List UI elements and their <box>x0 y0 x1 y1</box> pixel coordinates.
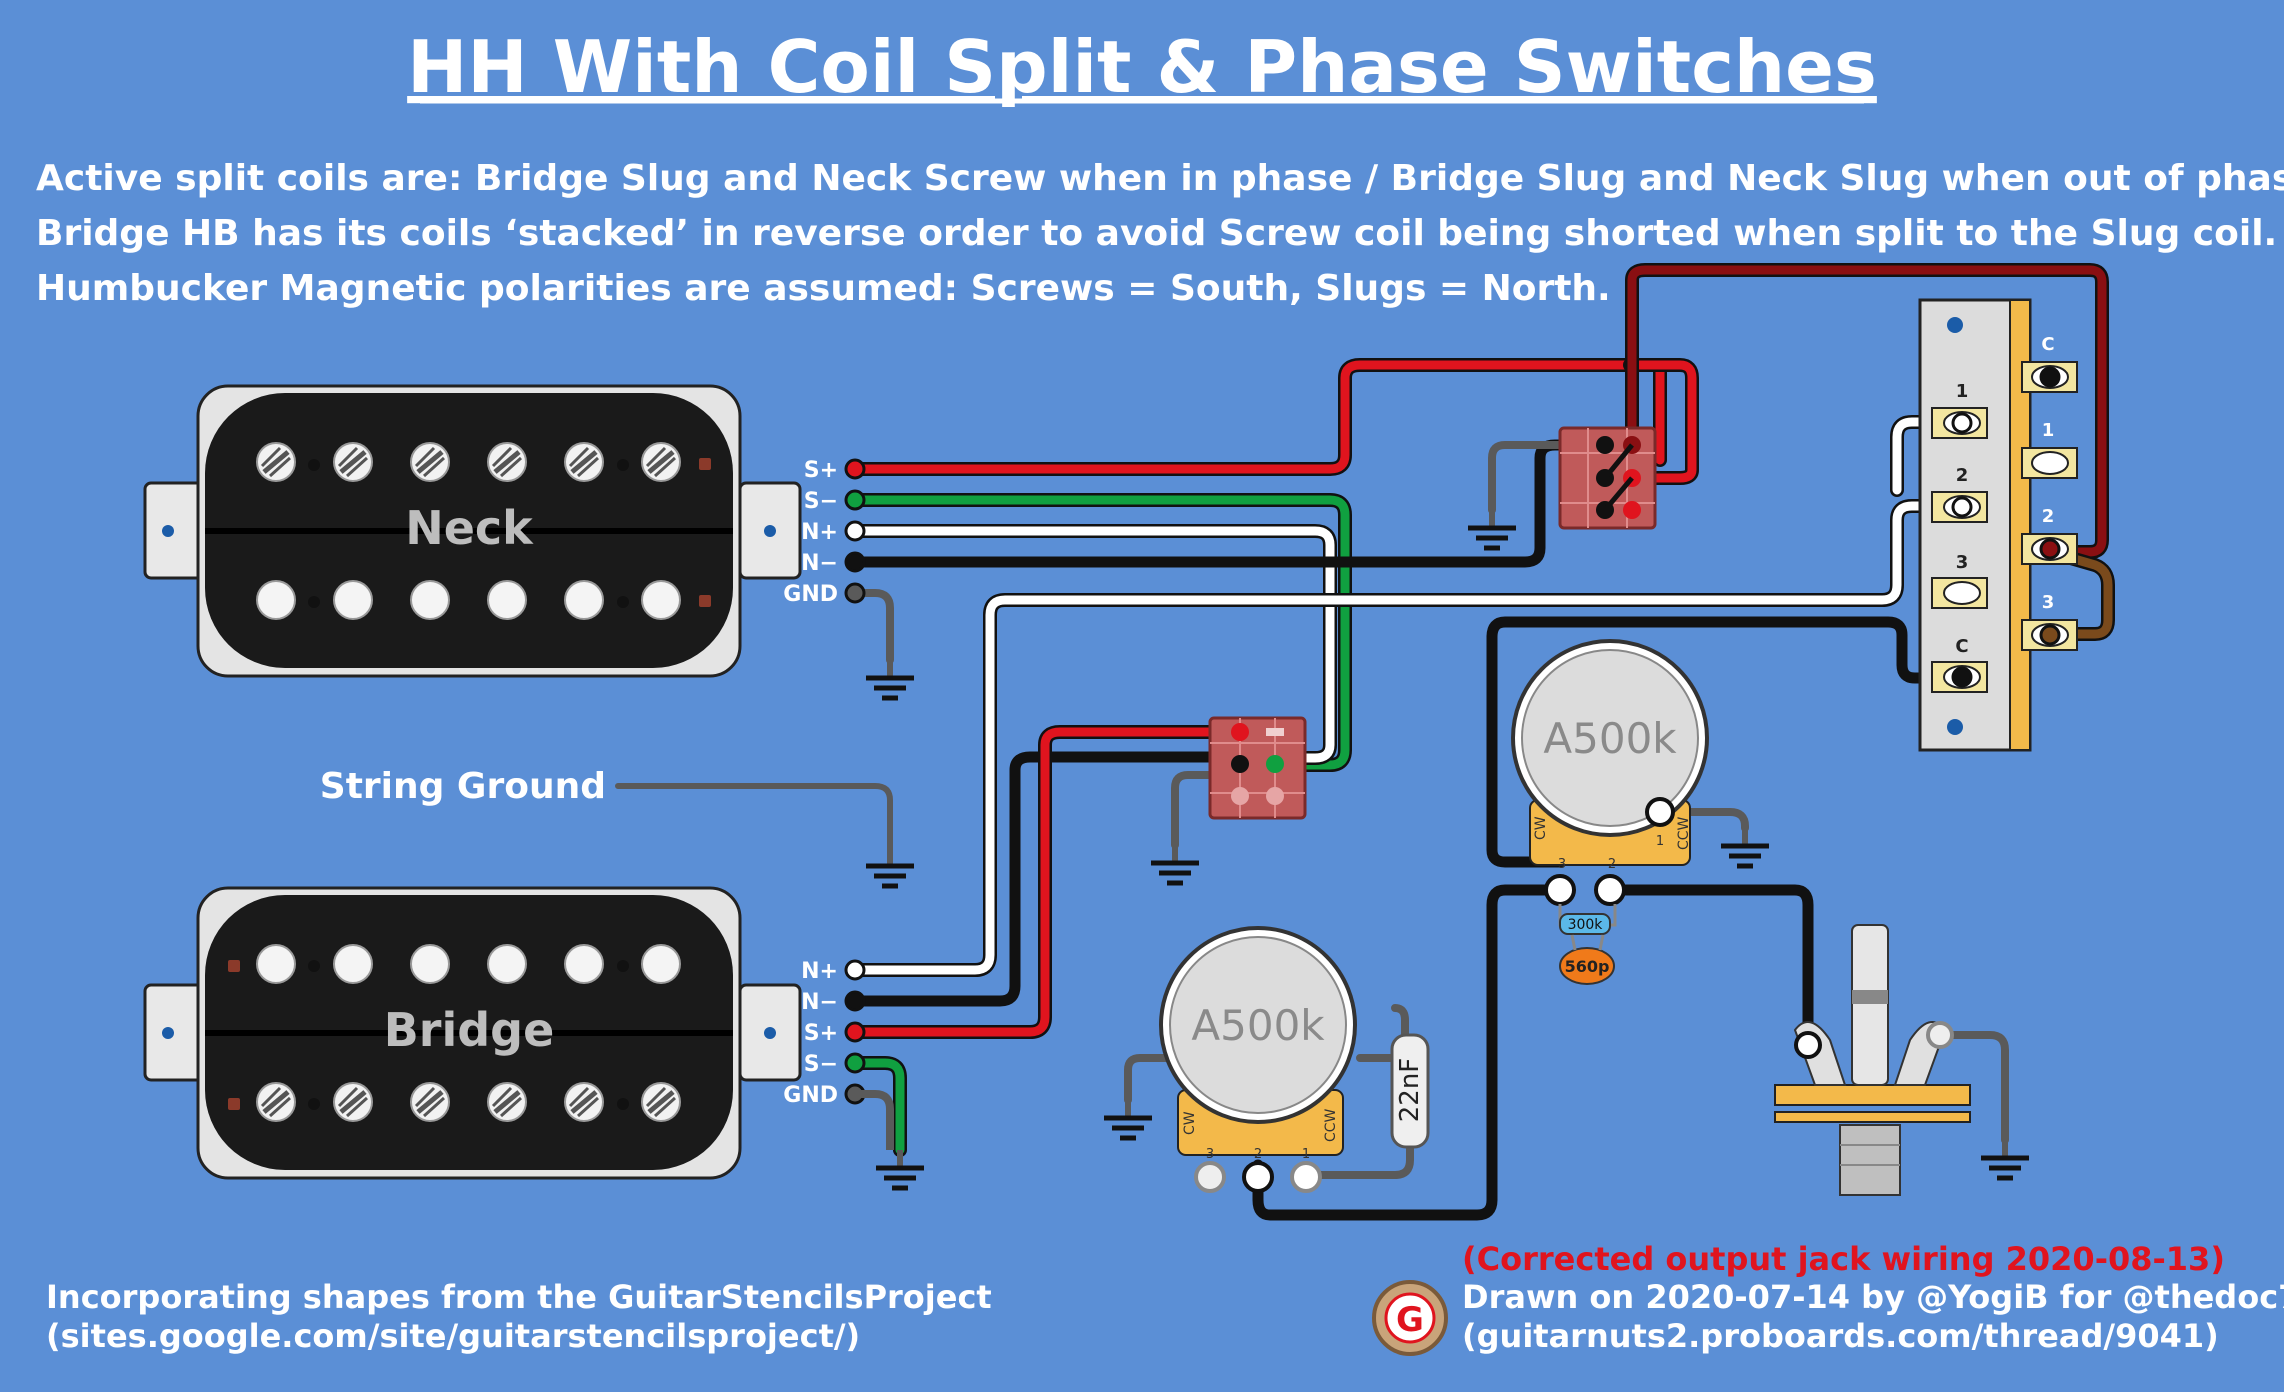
volume-pot[interactable]: A500k CW CCW 1 2 3 <box>1511 639 1709 906</box>
volume-ground-symbol <box>1721 828 1769 866</box>
neck-screw-poles <box>257 443 711 481</box>
svg-text:C: C <box>2041 334 2054 355</box>
credit-left-line-2: (sites.google.com/site/guitarstencilspro… <box>46 1317 860 1355</box>
bridge-pickup: Bridge <box>143 886 802 1180</box>
string-ground-label: String Ground <box>320 766 606 807</box>
credit-right-line-2: (guitarnuts2.proboards.com/thread/9041) <box>1462 1317 2219 1355</box>
neck-lead-s-plus: S+ <box>804 458 838 483</box>
volume-cw: CW <box>1533 816 1549 840</box>
neck-lead-n-plus: N+ <box>801 520 838 545</box>
tone-pot-label: A500k <box>1191 1001 1325 1050</box>
bridge-lead-n-plus: N+ <box>801 959 838 984</box>
guitarnuts-logo: G <box>1372 1280 1448 1356</box>
credit-left-line-1: Incorporating shapes from the GuitarSten… <box>46 1278 992 1316</box>
capacitor-label: 560p <box>1565 957 1610 976</box>
note-line-2: Bridge HB has its coils ‘stacked’ in rev… <box>36 213 2277 254</box>
tone-ground-symbol <box>1104 1100 1152 1138</box>
tone-ccw: CCW <box>1323 1108 1339 1142</box>
bridge-lead-s-minus: S− <box>804 1052 838 1077</box>
string-ground-symbol <box>866 848 914 886</box>
tone-cw: CW <box>1182 1111 1198 1135</box>
svg-text:3: 3 <box>1956 552 1969 573</box>
tone-capacitor: 22nF <box>1390 1033 1430 1149</box>
neck-lead-n-minus: N− <box>801 551 838 576</box>
neck-pickup-label: Neck <box>405 501 534 555</box>
neck-pickup: Neck <box>143 384 802 678</box>
bridge-lead-n-minus: N− <box>801 990 838 1015</box>
tone-lug-2: 2 <box>1254 1147 1262 1162</box>
bridge-pickup-label: Bridge <box>384 1003 555 1057</box>
neck-lead-gnd: GND <box>783 582 838 607</box>
svg-text:1: 1 <box>1956 381 1969 402</box>
svg-text:3: 3 <box>2042 592 2055 613</box>
svg-text:G: G <box>1396 1300 1424 1340</box>
tone-lug-3: 3 <box>1206 1147 1214 1162</box>
volume-lug-1: 1 <box>1656 834 1664 849</box>
tone-cap-label: 22nF <box>1395 1058 1425 1123</box>
selector-lugs <box>1931 361 2078 693</box>
volume-lug-3: 3 <box>1558 857 1566 872</box>
note-line-3: Humbucker Magnetic polarities are assume… <box>36 268 1611 309</box>
svg-text:2: 2 <box>1956 465 1969 486</box>
selector-lug-labels: C 1 1 2 2 3 3 C <box>1955 334 2054 657</box>
volume-ccw: CCW <box>1676 816 1692 850</box>
svg-text:2: 2 <box>2042 506 2055 527</box>
treble-bleed: 300k 560p <box>1558 904 1617 985</box>
credit-right-line-1: Drawn on 2020-07-14 by @YogiB for @thedo… <box>1462 1278 2284 1316</box>
neck-ground-symbol <box>866 660 914 698</box>
tone-lug-1: 1 <box>1302 1147 1310 1162</box>
wires <box>615 263 2115 1221</box>
tone-pot[interactable]: A500k CW CCW 3 2 1 <box>1159 926 1357 1193</box>
pickup-selector-switch[interactable]: C 1 1 2 2 3 3 C <box>1918 298 2078 752</box>
bridge-lead-s-plus: S+ <box>804 1021 838 1046</box>
neck-leads: S+ S− N+ N− GND <box>783 458 866 607</box>
bridge-lead-gnd: GND <box>783 1083 838 1108</box>
page-title: HH With Coil Split & Phase Switches <box>407 25 1877 109</box>
bridge-slug-poles <box>228 944 681 984</box>
jack-ground-symbol <box>1981 1140 2029 1178</box>
neck-slug-poles <box>256 580 711 620</box>
switch1-ground-symbol <box>1468 510 1516 548</box>
bridge-ground-symbol <box>876 1150 924 1188</box>
volume-lug-2: 2 <box>1608 857 1616 872</box>
resistor-label: 300k <box>1568 917 1604 933</box>
volume-pot-label: A500k <box>1543 714 1677 763</box>
correction-note: (Corrected output jack wiring 2020-08-13… <box>1462 1240 2225 1278</box>
bridge-screw-poles <box>228 1083 680 1121</box>
phase-switch[interactable] <box>1208 716 1307 820</box>
svg-text:1: 1 <box>2042 420 2055 441</box>
neck-lead-s-minus: S− <box>804 489 838 514</box>
coil-split-switch[interactable] <box>1558 426 1657 530</box>
svg-text:C: C <box>1955 636 1968 657</box>
switch2-ground-symbol <box>1151 845 1199 883</box>
output-jack[interactable] <box>1774 924 1971 1196</box>
note-line-1: Active split coils are: Bridge Slug and … <box>36 158 2284 199</box>
